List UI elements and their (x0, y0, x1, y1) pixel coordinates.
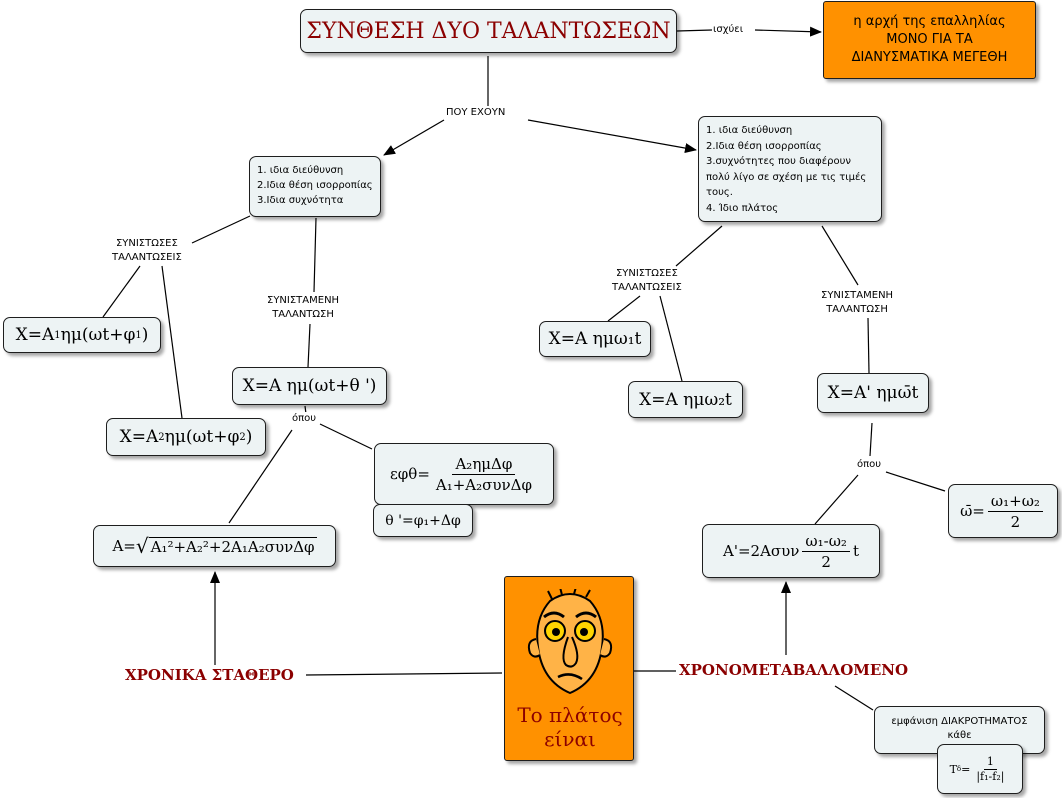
formula-x1-left-mid: ημ(ωt+φ (60, 325, 136, 345)
formula-omega-bar-fraction: ω₁+ω₂ 2 (987, 491, 1043, 532)
formula-beat-period-eq: = (961, 762, 971, 776)
formula-x-resultant-left-text: X=A ημ(ωt+θ ') (242, 376, 377, 396)
formula-x1-left-phi-sub: 1 (135, 329, 142, 341)
formula-beat-period-lhs: T (949, 762, 957, 776)
formula-amplitude-right-lhs: A'=2Aσυν (723, 542, 800, 560)
link-components-left-line1: ΣΥΝΙΣΤΩΣΕΣ (115, 238, 178, 249)
link-components-right: ΣΥΝΙΣΤΩΣΕΣ ΤΑΛΑΝΤΩΣΕΙΣ (612, 267, 682, 295)
formula-x-resultant-left: X=A ημ(ωt+θ ') (232, 367, 387, 405)
center-text-line2: είναι (544, 727, 596, 751)
formula-tan-theta-lhs: εφθ= (390, 465, 430, 483)
formula-beat-period-den: |f₁-f₂| (976, 769, 1005, 783)
formula-amplitude-left: A= √A₁²+A₂²+2A₁A₂συνΔφ (93, 525, 336, 567)
left-conditions-node: 1. ιδια διεύθυνση 2.Ιδια θέση ισορροπίας… (249, 156, 381, 217)
right-conditions-node: 1. ιδια διεύθυνση 2.Ιδια θέση ισορροπίας… (698, 116, 882, 222)
formula-omega-bar-den: 2 (1010, 512, 1021, 531)
branch-time-varying: ΧΡΟΝΟΜΕΤΑΒΑΛΛΟΜΕΝΟ (679, 661, 909, 679)
formula-theta-prime-text: θ '=φ₁+Δφ (385, 512, 461, 529)
page-title: ΣΥΝΘΕΣΗ ΔΥΟ ΤΑΛΑΝΤΩΣΕΩΝ (306, 18, 671, 44)
formula-tan-theta: εφθ= A₂ημΔφ A₁+A₂συνΔφ (374, 443, 554, 505)
formula-amplitude-right-den: 2 (821, 552, 831, 571)
left-condition-2: 2.Ιδια θέση ισορροπίας (257, 180, 373, 191)
right-condition-4: 4. Ίδιο πλάτος (706, 202, 779, 214)
right-condition-2: 2.Ιδια θέση ισορροπίας (706, 140, 822, 152)
formula-theta-prime: θ '=φ₁+Δφ (373, 504, 473, 537)
principle-line3: ΔΙΑΝΥΣΜΑΤΙΚΑ ΜΕΓΕΘΗ (851, 50, 1008, 65)
right-condition-3c: τους. (706, 187, 733, 198)
formula-amplitude-right: A'=2Aσυν ω₁-ω₂ 2 t (702, 524, 880, 578)
formula-amplitude-right-tail: t (852, 542, 859, 560)
link-opou-right: όπου (857, 458, 882, 472)
formula-x2-left-phi-sub: 2 (239, 431, 246, 443)
formula-x2-left-mid: ημ(ωt+φ (164, 427, 240, 447)
formula-x2-left-end: ) (245, 427, 253, 447)
formula-x1-left-end: ) (141, 325, 149, 345)
formula-tan-theta-num: A₂ημΔφ (452, 454, 516, 475)
worried-face-icon (527, 589, 613, 695)
left-condition-1: 1. ιδια διεύθυνση (257, 165, 344, 176)
formula-tan-theta-fraction: A₂ημΔφ A₁+A₂συνΔφ (433, 454, 535, 495)
formula-x1-left-lhs: X= (15, 325, 42, 345)
link-components-left-line2: ΤΑΛΑΝΤΩΣΕΙΣ (112, 252, 182, 263)
link-opou-left: όπου (292, 412, 317, 426)
formula-beat-period-lhs-sub: δ (956, 765, 962, 773)
link-resultant-right-line1: ΣΥΝΙΣΤΑΜΕΝΗ (821, 290, 894, 301)
principle-node: η αρχή της επαλληλίας ΜΟΝΟ ΓΙΑ ΤΑ ΔΙΑΝΥΣ… (823, 1, 1036, 79)
right-condition-1: 1. ιδια διεύθυνση (706, 125, 793, 136)
link-components-right-line1: ΣΥΝΙΣΤΩΣΕΣ (615, 268, 678, 279)
formula-amplitude-right-num: ω₁-ω₂ (802, 531, 850, 552)
beats-note-line2: κάθε (947, 730, 972, 741)
link-pou-exoun: ΠΟΥ ΕΧΟΥΝ (446, 106, 506, 120)
formula-tan-theta-den: A₁+A₂συνΔφ (435, 475, 532, 494)
link-resultant-left-line1: ΣΥΝΙΣΤΑΜΕΝΗ (267, 295, 340, 306)
formula-x2-right: X=A ημω₂t (628, 381, 743, 418)
formula-x2-left-a-sub: 2 (158, 431, 165, 443)
link-resultant-left-line2: ΤΑΛΑΝΤΩΣΗ (272, 309, 334, 320)
formula-x2-right-text: X=A ημω₂t (639, 389, 732, 410)
formula-amplitude-right-fraction: ω₁-ω₂ 2 (802, 531, 850, 572)
formula-x2-left-a: A (145, 427, 159, 447)
right-condition-3: 3.συχνότητες που διαφέρουν (706, 156, 852, 167)
principle-line1: η αρχή της επαλληλίας (853, 14, 1006, 29)
formula-omega-bar-num: ω₁+ω₂ (987, 491, 1043, 512)
right-condition-3b: πολύ λίγο σε σχέση με τις τιμές (706, 171, 867, 183)
formula-x1-right-text: X=A ημω₁t (548, 329, 642, 349)
link-components-left: ΣΥΝΙΣΤΩΣΕΣ ΤΑΛΑΝΤΩΣΕΙΣ (112, 237, 182, 265)
branch-time-constant: ΧΡΟΝΙΚΑ ΣΤΑΘΕΡΟ (125, 666, 294, 684)
link-resultant-right: ΣΥΝΙΣΤΑΜΕΝΗ ΤΑΛΑΝΤΩΣΗ (821, 289, 894, 317)
link-isxyei: ισχύει (713, 23, 744, 37)
center-node: Το πλάτος είναι (504, 576, 634, 761)
formula-amplitude-left-lhs: A= (112, 537, 136, 555)
link-components-right-line2: ΤΑΛΑΝΤΩΣΕΙΣ (612, 282, 682, 293)
formula-amplitude-left-radicand: A₁²+A₂²+2A₁A₂συνΔφ (148, 536, 317, 556)
center-text-line1: Το πλάτος (517, 703, 623, 727)
sqrt-icon: √ (135, 534, 149, 558)
formula-x1-left-a: A (41, 325, 55, 345)
formula-x1-left-a-sub: 1 (54, 329, 61, 341)
title-node: ΣΥΝΘΕΣΗ ΔΥΟ ΤΑΛΑΝΤΩΣΕΩΝ (300, 9, 677, 53)
link-resultant-right-line2: ΤΑΛΑΝΤΩΣΗ (826, 304, 888, 315)
principle-line2: ΜΟΝΟ ΓΙΑ ΤΑ (886, 32, 973, 47)
formula-x-resultant-right-text: X=A' ημω̄t (827, 383, 919, 403)
formula-omega-bar-lhs: ω̄= (960, 502, 985, 520)
formula-omega-bar: ω̄= ω₁+ω₂ 2 (948, 484, 1058, 538)
link-resultant-left: ΣΥΝΙΣΤΑΜΕΝΗ ΤΑΛΑΝΤΩΣΗ (267, 294, 340, 322)
formula-x-resultant-right: X=A' ημω̄t (817, 373, 929, 413)
left-condition-3: 3.Ιδια συχνότητα (257, 195, 344, 206)
formula-beat-period-num: 1 (983, 755, 997, 770)
formula-x1-right: X=A ημω₁t (539, 321, 651, 357)
formula-x2-left-lhs: X= (119, 427, 146, 447)
formula-beat-period-fraction: 1 |f₁-f₂| (973, 755, 1007, 784)
beats-note-line1: εμφάνιση ΔΙΑΚΡΟΤΗΜΑΤΟΣ (891, 716, 1028, 727)
